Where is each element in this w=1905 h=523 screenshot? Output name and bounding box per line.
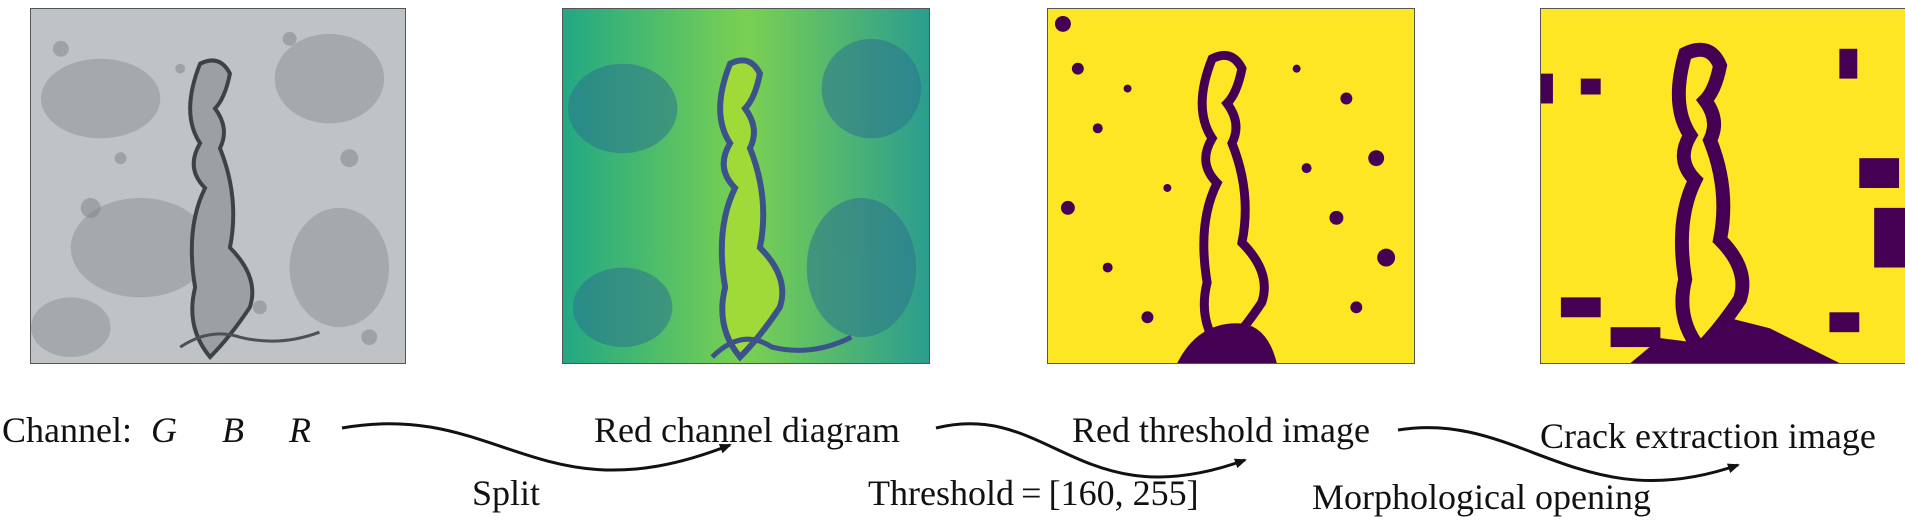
threshold-step-label: Threshold = [160, 255] bbox=[868, 473, 1199, 513]
crack-extraction-image bbox=[1540, 8, 1905, 364]
crack-extraction-image-label: Crack extraction image bbox=[1540, 416, 1876, 456]
channel-b: B bbox=[221, 410, 244, 450]
channel-g: G bbox=[150, 410, 177, 450]
original-pavement-photo bbox=[30, 8, 406, 364]
split-step-label: Split bbox=[472, 473, 541, 513]
morphological-opening-step-label: Morphological opening bbox=[1312, 477, 1651, 517]
channel-label: Channel: G B R bbox=[2, 412, 311, 448]
red-channel-diagram-label: Red channel diagram bbox=[594, 410, 900, 450]
channel-prefix: Channel: bbox=[2, 410, 132, 450]
red-threshold-image-label: Red threshold image bbox=[1072, 410, 1370, 450]
red-channel-diagram-image bbox=[562, 8, 930, 364]
red-threshold-image bbox=[1047, 8, 1415, 364]
channel-r: R bbox=[288, 410, 311, 450]
